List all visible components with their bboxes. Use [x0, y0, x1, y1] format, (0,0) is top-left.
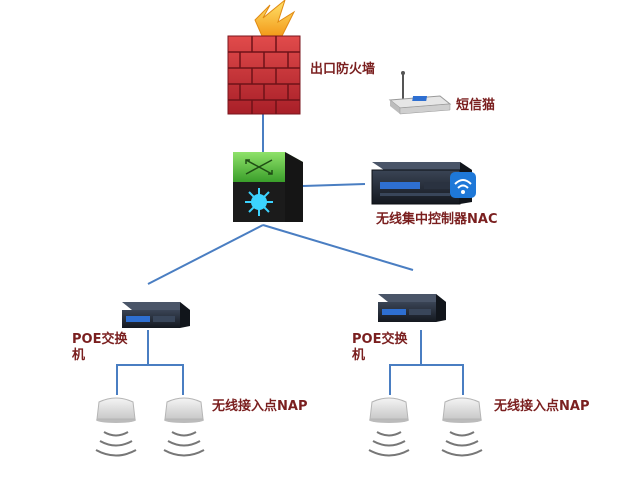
label-poe-switch-right-line2: 机: [352, 348, 366, 363]
flame-icon: [254, 0, 296, 37]
label-access-point-left: 无线接入点NAP: [212, 399, 308, 414]
core-switch-icon: [233, 152, 303, 222]
poe-switch-left-icon: [122, 302, 190, 328]
firewall-icon: [227, 0, 301, 115]
label-sms-modem: 短信猫: [456, 98, 496, 113]
label-wireless-controller: 无线集中控制器NAC: [376, 212, 498, 227]
poe-switch-right-icon: [378, 294, 446, 322]
label-poe-switch-left-line2: 机: [72, 348, 86, 363]
label-firewall: 出口防火墙: [310, 62, 376, 77]
link-core-right: [262, 224, 414, 271]
link-core-left: [147, 224, 264, 285]
label-poe-switch-right: POE交换 机: [352, 332, 407, 364]
access-point-right-2-icon: [441, 397, 483, 457]
wireless-controller-icon: [371, 162, 476, 205]
label-poe-switch-right-line1: POE交换: [352, 332, 408, 347]
link-poe-left-aps: [116, 364, 184, 395]
links: [116, 112, 464, 395]
core-switch-emblem: [245, 188, 273, 216]
label-poe-switch-left: POE交换 机: [72, 332, 127, 364]
access-point-right-1-icon: [368, 397, 410, 457]
access-point-left-2-icon: [163, 397, 205, 457]
sms-modem-icon: [388, 71, 452, 115]
label-access-point-right: 无线接入点NAP: [494, 399, 590, 414]
wifi-badge-icon: [450, 172, 476, 198]
access-point-left-1-icon: [95, 397, 137, 457]
label-poe-switch-left-line1: POE交换: [72, 332, 128, 347]
link-core-controller: [302, 183, 366, 187]
link-poe-right-aps: [389, 364, 464, 395]
